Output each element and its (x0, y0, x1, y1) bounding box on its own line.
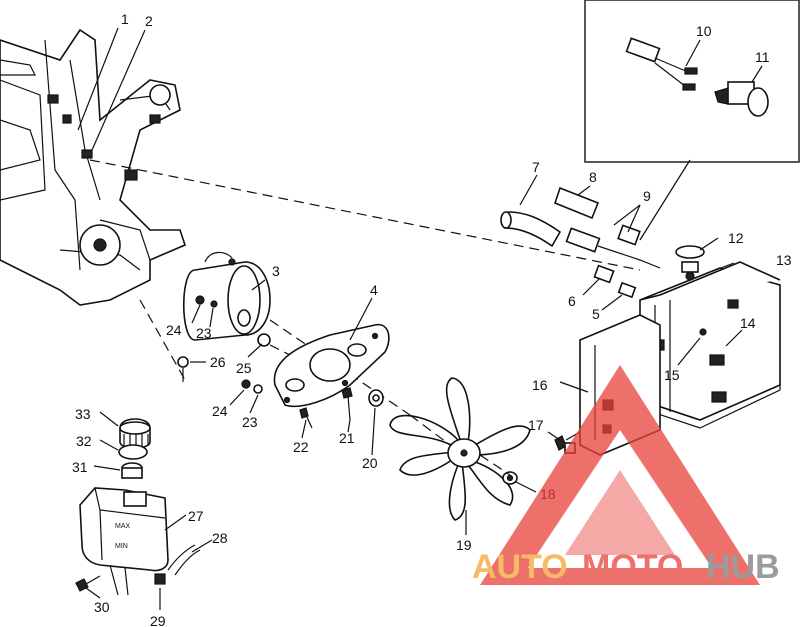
reservoir-min-mark: MIN (115, 543, 128, 550)
callout-22: 22 (293, 439, 309, 455)
callout-16: 16 (532, 377, 548, 393)
callout-30: 30 (94, 599, 110, 615)
callout-31: 31 (72, 459, 88, 475)
bolt-21 (341, 387, 353, 421)
callout-13: 13 (776, 252, 792, 268)
callout-2: 2 (145, 13, 153, 29)
callout-9: 9 (643, 188, 651, 204)
nut-24b (241, 379, 251, 389)
callout-3: 3 (272, 263, 280, 279)
hose-8 (554, 186, 600, 220)
callout-24b: 24 (212, 403, 228, 419)
automotohub-watermark: AUTO MOTO HUB (472, 365, 780, 586)
callout-5: 5 (592, 306, 600, 322)
callout-33: 33 (75, 406, 91, 422)
callout-20: 20 (362, 455, 378, 471)
washer-23b (253, 384, 263, 394)
callout-14: 14 (740, 315, 756, 331)
bolt-22 (299, 407, 313, 429)
callout-10: 10 (696, 23, 712, 39)
motor-bracket (273, 324, 390, 408)
wire-connector (625, 37, 698, 91)
callout-7: 7 (532, 159, 540, 175)
reservoir-gasket (118, 444, 148, 460)
clamp-5 (617, 281, 637, 299)
nut-26 (177, 356, 189, 368)
callout-4: 4 (370, 282, 378, 298)
callout-15: 15 (664, 367, 680, 383)
fan-motor (182, 251, 271, 341)
callout-24a: 24 (166, 322, 182, 338)
callout-12: 12 (728, 230, 744, 246)
watermark-auto: AUTO (472, 548, 568, 586)
callout-6: 6 (568, 293, 576, 309)
frame-assembly (0, 28, 186, 306)
radiator-cap (675, 245, 705, 281)
hose-clamp-29 (154, 573, 166, 585)
callout-26: 26 (210, 354, 226, 370)
hose-7 (500, 211, 562, 248)
inset-frame (584, 0, 800, 163)
watermark-moto: MOTO (582, 548, 683, 586)
callout-23a: 23 (196, 325, 212, 341)
callout-32: 32 (76, 433, 92, 449)
reservoir-neck (121, 462, 143, 479)
callout-11: 11 (755, 49, 770, 65)
callout-25: 25 (236, 360, 252, 376)
hose-fittings-9 (565, 224, 661, 269)
callout-29: 29 (150, 613, 166, 627)
reservoir-max-mark: MAX (115, 523, 131, 530)
reservoir-cap (119, 418, 151, 449)
watermark-triangle-logo (480, 365, 760, 585)
radiator (639, 261, 781, 429)
callout-27: 27 (188, 508, 204, 524)
callout-28: 28 (212, 530, 228, 546)
spacer-20 (368, 389, 384, 407)
coolant-reservoir: MAX MIN (79, 487, 169, 596)
callout-21: 21 (339, 430, 355, 446)
spacer-25 (257, 333, 271, 347)
callout-23b: 23 (242, 414, 258, 430)
callout-19: 19 (456, 537, 472, 553)
watermark-hub: HUB (706, 548, 780, 586)
screw-30 (75, 575, 101, 592)
temperature-switch (714, 81, 769, 117)
nut-18 (502, 471, 518, 485)
overflow-hose (167, 544, 201, 576)
cooling-fan (389, 377, 531, 521)
callout-1: 1 (121, 11, 129, 27)
callout-labels: 1 2 3 4 5 6 7 8 9 10 11 12 13 14 15 16 1… (72, 11, 792, 627)
callout-8: 8 (589, 169, 597, 185)
callout-17: 17 (528, 417, 544, 433)
